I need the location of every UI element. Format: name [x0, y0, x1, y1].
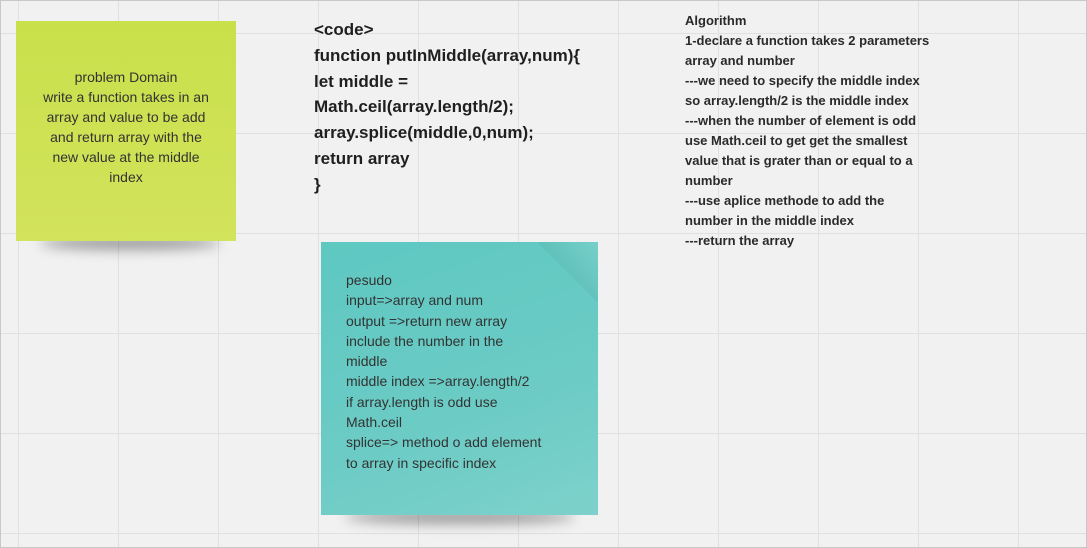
- code-line: Math.ceil(array.length/2);: [314, 97, 514, 117]
- algorithm-line: ---when the number of element is odd: [685, 113, 917, 128]
- pseudo-note-line: input=>array and num: [346, 292, 483, 309]
- pseudo-note-line: include the number in the: [346, 332, 504, 349]
- code-text-block[interactable]: <code> function putInMiddle(array,num){ …: [314, 17, 580, 198]
- algorithm-text-block[interactable]: Algorithm 1-declare a function takes 2 p…: [685, 11, 929, 251]
- problem-domain-sticky-note[interactable]: problem Domain write a function takes in…: [16, 21, 236, 241]
- algorithm-line: use Math.ceil to get get the smallest: [685, 133, 908, 148]
- pseudo-note-line: splice=> method o add element: [346, 434, 542, 451]
- pseudo-note-line: to array in specific index: [346, 454, 497, 471]
- code-line: <code>: [314, 20, 374, 39]
- problem-note-line: problem Domain: [74, 69, 178, 85]
- algorithm-line: ---we need to specify the middle index: [685, 73, 920, 88]
- code-line: let middle =: [314, 71, 408, 91]
- problem-note-line: index: [109, 169, 143, 185]
- algorithm-line: number: [685, 173, 733, 188]
- code-line: array.splice(middle,0,num);: [314, 123, 534, 143]
- code-line: }: [314, 174, 321, 194]
- algorithm-line: number in the middle index: [685, 213, 855, 228]
- code-line: function putInMiddle(array,num){: [314, 45, 581, 65]
- problem-note-line: and return array with the: [50, 129, 202, 145]
- pseudo-note-line: if array.length is odd use: [346, 393, 498, 410]
- pseudo-note-line: middle: [346, 353, 388, 370]
- pseudo-note-line: output =>return new array: [346, 312, 508, 329]
- pseudo-note-line: Math.ceil: [346, 414, 403, 431]
- problem-note-line: new value at the middle: [52, 149, 200, 165]
- problem-note-line: write a function takes in an: [43, 89, 209, 105]
- problem-note-line: array and value to be add: [46, 109, 206, 125]
- pseudo-note-line: middle index =>array.length/2: [346, 373, 530, 390]
- code-line: return array: [314, 148, 410, 168]
- pseudo-note-line: pesudo: [346, 272, 392, 288]
- algorithm-line: value that is grater than or equal to a: [685, 153, 913, 168]
- algorithm-line: ---return the array: [685, 233, 795, 248]
- pseudo-code-sticky-note[interactable]: pesudo input=>array and num output =>ret…: [321, 242, 598, 515]
- note-fold-shading: [538, 242, 598, 302]
- algorithm-line: Algorithm: [685, 13, 747, 28]
- algorithm-line: ---use aplice methode to add the: [685, 193, 885, 208]
- algorithm-line: array and number: [685, 53, 795, 68]
- algorithm-line: 1-declare a function takes 2 parameters: [685, 33, 930, 48]
- algorithm-line: so array.length/2 is the middle index: [685, 93, 909, 108]
